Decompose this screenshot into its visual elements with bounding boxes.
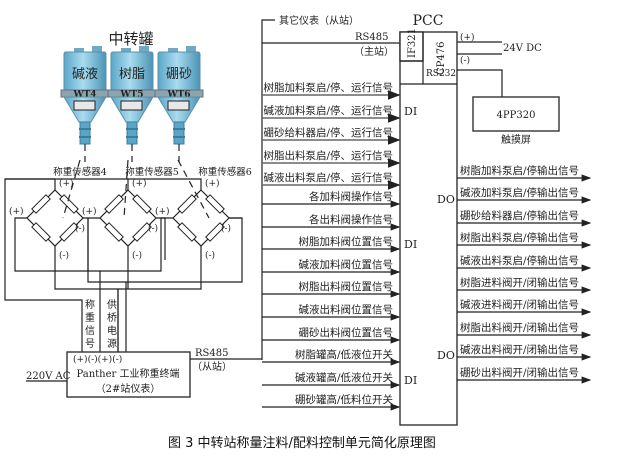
tank-name: 硼砂 [166, 67, 192, 82]
plus-terminal: (+) [460, 32, 475, 43]
tank-name: 树脂 [119, 67, 145, 82]
cp476-label: CP476 [436, 42, 447, 75]
terminal-plus: (+) [9, 206, 24, 217]
power-24vdc-label: 24V DC [503, 43, 542, 54]
di-signal-label: 碱液加料阀位置信号 [299, 258, 394, 271]
terminal-rs485-role: （从站） [192, 360, 232, 373]
do-signal-label: 树脂出料泵启/停输出信号 [460, 231, 579, 244]
di-signal-label: 碱液罐高/低液位开关 [295, 371, 394, 384]
weight-signal-char: 信 [85, 325, 95, 337]
terminal-minus: (-) [205, 250, 215, 261]
figure-caption: 图 3 中转站称量注料/配料控制单元简化原理图 [168, 435, 436, 451]
terminal-plus: (+) [59, 178, 74, 189]
di-signal-label: 树脂加料阀位置信号 [299, 235, 394, 248]
hmi-model: 4PP320 [497, 110, 536, 121]
tank-name: 碱液 [72, 67, 98, 82]
tank-weigh-tag: WT6 [166, 90, 190, 100]
di-signal-label: 树脂出料泵启/停、运行信号 [263, 149, 393, 162]
do-signal-label: 碱液出料阀开/闭输出信号 [460, 343, 579, 356]
di-signal-label: 碱液出料阀位置信号 [299, 303, 394, 316]
do-signal-label: 碱液出料泵启/停输出信号 [460, 254, 579, 267]
rs232-line [457, 69, 503, 97]
tanks-title: 中转罐 [108, 30, 153, 48]
power-220vac-label: 220V AC [26, 371, 71, 382]
di-label-1: DI [404, 105, 417, 118]
pcc-rs485-role: （主站） [354, 45, 394, 58]
do-signal-label: 硼砂给料器启/停输出信号 [460, 209, 579, 222]
tank-weigh-tag: WT5 [119, 90, 143, 100]
tank-weigh-tag: WT4 [72, 90, 96, 100]
bridge-power-char: 电 [107, 324, 117, 337]
do-label-1: DO [437, 193, 455, 206]
di-signal-label: 硼砂给料器启/停、运行信号 [263, 126, 393, 139]
pcc-title: PCC [413, 13, 444, 29]
terminal-plus: (+) [155, 206, 170, 217]
if321-label: IF321 [407, 28, 418, 58]
tank-3: 硼砂 WT6 [154, 46, 204, 162]
terminal-plus: (+) [132, 178, 147, 189]
do-signal-label: 树脂加料泵启/停输出信号 [460, 164, 579, 177]
pcc-rs485-label: RS485 [355, 32, 388, 43]
di-label-2: DI [404, 238, 417, 251]
terminal-station: （2#站仪表） [96, 382, 161, 395]
di-signal-label: 树脂罐高/低液位开关 [295, 348, 394, 361]
load-cell-4: 称重传感器4(+)(+)(-)(-) [9, 159, 107, 261]
panther-terminal [66, 351, 191, 398]
tank-1: 碱液 WT4 [60, 46, 110, 162]
bridge-power-char: 源 [107, 337, 117, 350]
hmi-touchscreen [472, 96, 560, 132]
do-signal-label: 碱液进料阀开/闭输出信号 [460, 298, 579, 311]
di-signal-label: 树脂出料阀位置信号 [299, 280, 394, 293]
di-signal-label: 碱液出料泵启/停、运行信号 [263, 171, 393, 184]
other-instruments-label: 其它仪表（从站） [279, 14, 359, 27]
do-signal-label: 树脂进料阀开/闭输出信号 [460, 276, 579, 289]
di-signal-label: 硼砂出料阀位置信号 [299, 326, 394, 339]
terminal-rs485-label: RS485 [195, 348, 228, 359]
weight-signal-char: 号 [85, 338, 95, 350]
terminal-minus: (-) [221, 223, 231, 234]
di-signal-label: 碱液加料泵启/停、运行信号 [263, 104, 393, 117]
do-label-2: DO [437, 349, 455, 362]
di-signal-label: 硼砂罐高/低料位开关 [295, 393, 394, 406]
do-signal-label: 硼砂出料阀开/闭输出信号 [460, 366, 579, 379]
weight-signal-char: 重 [85, 311, 95, 324]
pcc-controller [399, 31, 458, 426]
weight-signal-char: 称 [85, 298, 95, 311]
bridge-power-char: 供 [107, 298, 117, 311]
minus-terminal: (-) [460, 55, 470, 66]
terminal-plus: (+) [82, 206, 97, 217]
sensor-label: 称重传感器6 [198, 166, 252, 178]
bridge-power-char: 桥 [107, 312, 117, 324]
load-cell-6: 称重传感器6(+)(+)(-)(-) [155, 159, 252, 261]
terminal-minus: (-) [148, 223, 158, 234]
sensor-label: 称重传感器4 [53, 166, 107, 178]
terminal-minus: (-) [75, 223, 85, 234]
terminal-plus: (+) [205, 178, 220, 189]
rs232-label: RS232 [426, 69, 456, 79]
load-cell-5: 称重传感器5(+)(+)(-)(-) [82, 159, 179, 261]
do-signal-label: 碱液加料泵启/停输出信号 [460, 186, 579, 199]
tank-2: 树脂 WT5 [107, 46, 157, 162]
terminal-minus: (-) [132, 250, 142, 261]
di-label-3: DI [404, 374, 417, 387]
terminal-name: Panther 工业称重终端 [76, 367, 179, 380]
terminal-pins: (+)(-)(+)(-) [73, 354, 122, 365]
rs485-bus-line [261, 19, 275, 360]
sensor-label: 称重传感器5 [125, 166, 179, 178]
hmi-label: 触摸屏 [501, 133, 531, 146]
do-signal-label: 树脂出料阀开/闭输出信号 [460, 321, 579, 334]
sensor-wiring [4, 178, 243, 352]
di-signal-label: 各出料阀操作信号 [309, 213, 393, 226]
di-signal-label: 各加料阀操作信号 [309, 190, 393, 203]
terminal-minus: (-) [59, 250, 69, 261]
di-signal-label: 树脂加料泵启/停、运行信号 [263, 81, 393, 94]
